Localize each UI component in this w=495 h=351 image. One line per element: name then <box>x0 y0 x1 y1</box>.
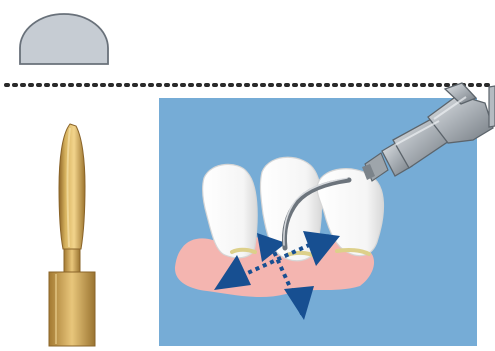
procedure-illustration <box>0 0 495 351</box>
